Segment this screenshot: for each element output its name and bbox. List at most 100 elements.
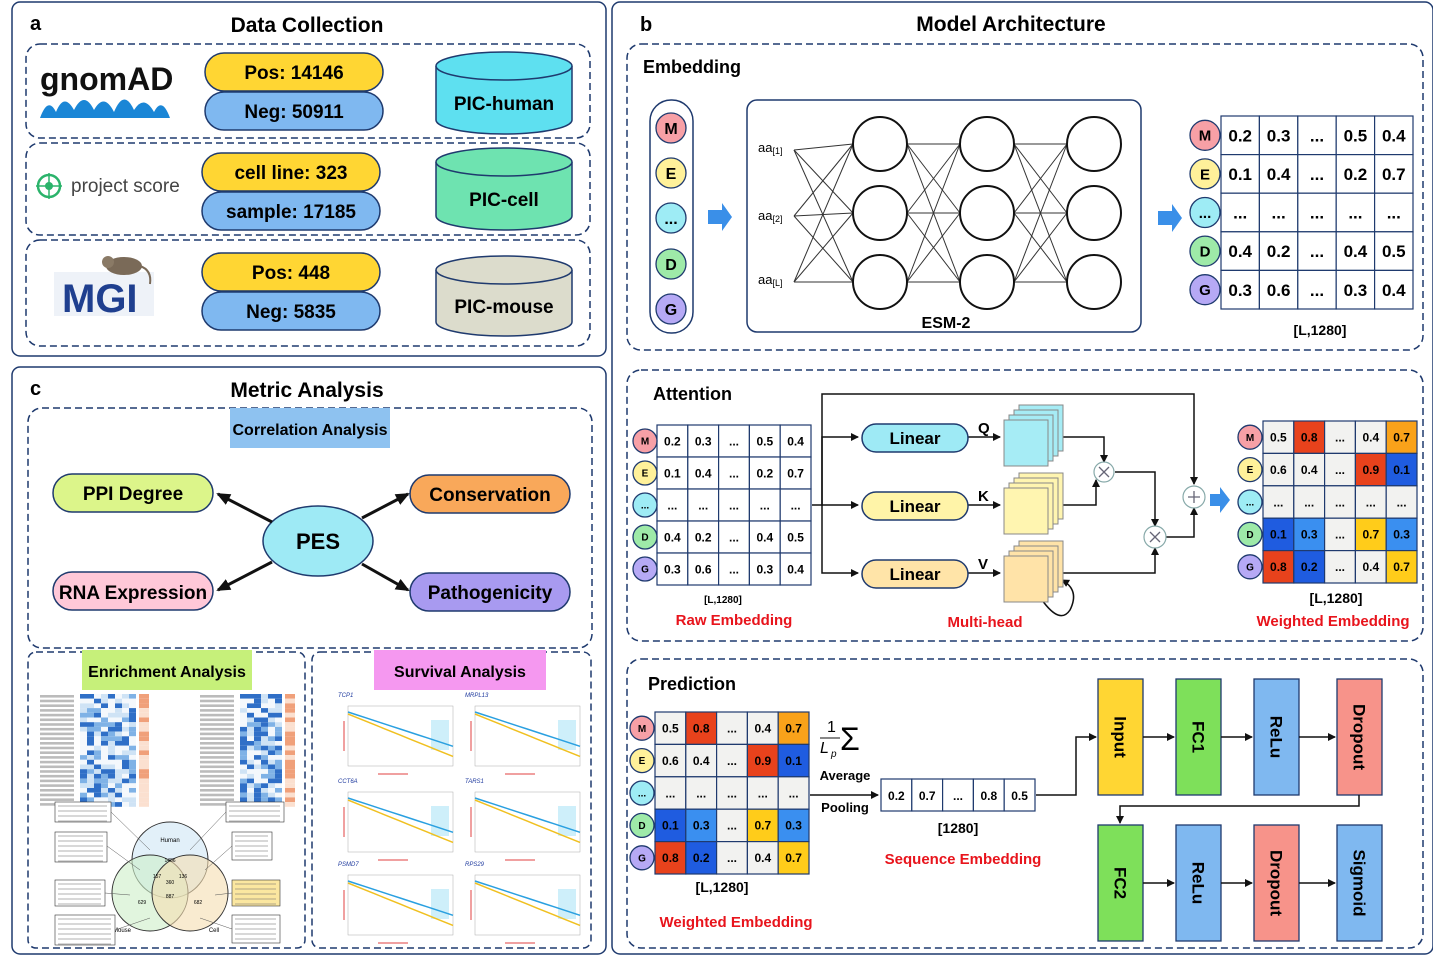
aa-label-2: aa[2] <box>758 208 782 224</box>
residue-circle <box>629 780 655 806</box>
layer-label: Dropout <box>1267 850 1286 916</box>
matrix-value: ... <box>696 786 706 800</box>
matrix-value: 0.7 <box>1393 560 1410 574</box>
matrix-value: 0.3 <box>664 562 681 576</box>
mouse-pos-count: Pos: 448 <box>252 263 330 284</box>
network-edge <box>793 143 854 217</box>
heatmap-label-bar <box>40 770 74 773</box>
heatmap-label-bar <box>40 793 74 797</box>
matrix-cell <box>656 488 689 522</box>
heatmap-cell <box>275 698 282 704</box>
heatmap-cell <box>240 698 247 704</box>
matrix-cell <box>715 743 748 778</box>
network-edge <box>906 143 961 214</box>
heatmap-cell <box>122 703 129 709</box>
matrix-cell <box>1373 115 1414 156</box>
heatmap-side-cell <box>139 712 149 718</box>
heatmap-cell <box>261 764 268 770</box>
heatmap-label-bar <box>40 789 74 792</box>
network-edge <box>793 149 854 283</box>
matrix-value: 0.4 <box>695 466 712 480</box>
matrix-cell <box>1297 115 1337 156</box>
matrix-value: 0.3 <box>785 819 802 833</box>
matrix-value: ... <box>1273 495 1283 509</box>
heatmap-side-cell <box>285 769 295 774</box>
heatmap-cell <box>108 708 115 713</box>
residue-circle <box>632 524 658 550</box>
heatmap-side-cell <box>139 741 149 746</box>
embedding-title: Embedding <box>643 57 741 77</box>
heatmap-cell <box>80 788 87 793</box>
heatmap-side-cell <box>139 797 149 803</box>
heatmap-cell <box>115 750 122 756</box>
enrichment-title: Enrichment Analysis <box>88 664 246 681</box>
residue-circle <box>632 428 658 454</box>
heatmap-cell <box>247 783 254 788</box>
heatmap-cell <box>115 722 122 727</box>
svg-text:p: p <box>830 749 837 760</box>
panel-a-letter: a <box>30 13 42 35</box>
heatmap-cell <box>129 778 136 784</box>
heatmap-cell <box>87 736 94 741</box>
matrix-value: 0.7 <box>1382 165 1406 184</box>
heatmap-cell <box>122 802 129 807</box>
heatmap-cell <box>94 722 101 727</box>
heatmap-cell <box>129 783 136 788</box>
group-connector <box>106 845 141 871</box>
heatmap-cell <box>80 755 87 760</box>
correlation-title: Correlation Analysis <box>232 422 387 439</box>
matrix-value: 0.8 <box>662 851 679 865</box>
matrix-value: 0.1 <box>664 466 681 480</box>
residue-circle <box>629 715 655 741</box>
sample-count: sample: 17185 <box>226 202 356 223</box>
heatmap-cell <box>268 764 275 770</box>
matrix-cell <box>685 840 718 875</box>
heatmap-side-cell <box>139 755 149 760</box>
matrix-value: ... <box>665 786 675 800</box>
multiply-icon <box>1143 525 1167 549</box>
heatmap-cell <box>254 694 261 699</box>
km-title: TARS1 <box>465 779 484 785</box>
layer-label: Dropout <box>1350 704 1369 770</box>
matrix-cell <box>1373 231 1414 272</box>
heatmap-cell <box>129 717 136 723</box>
heatmap-side-cell <box>139 769 149 774</box>
heatmap-cell <box>108 769 115 774</box>
matrix-value: ... <box>667 498 677 512</box>
heatmap-cell <box>254 750 261 756</box>
matrix-cell <box>1385 549 1418 584</box>
prediction-title: Prediction <box>648 674 736 694</box>
heatmap-cell <box>80 708 87 713</box>
heatmap-cell <box>129 759 136 765</box>
matrix-value: 0.3 <box>1228 281 1252 300</box>
layer-label: Input <box>1111 716 1130 758</box>
network-node <box>959 254 1015 310</box>
mgi-logo-text: MGI <box>62 277 138 321</box>
group-box <box>231 879 281 907</box>
layer-box <box>1097 824 1144 942</box>
heatmap-cell <box>80 745 87 751</box>
km-ci-band <box>431 806 449 836</box>
heatmap-cell <box>101 698 108 704</box>
matrix-value: 0.4 <box>787 562 804 576</box>
heatmap-cell <box>240 703 247 709</box>
enrichment-group-boxes <box>54 801 285 946</box>
matrix-value: 0.3 <box>756 562 773 576</box>
heatmap-cell <box>108 764 115 770</box>
heatmap-side-cell <box>139 764 149 770</box>
heatmap-cell <box>240 773 247 779</box>
heatmap-cell <box>101 694 108 699</box>
heatmap-side-cell <box>285 797 295 803</box>
heatmap-cell <box>87 698 94 704</box>
matrix-cell <box>746 711 779 746</box>
matrix-cell <box>748 488 781 522</box>
heatmap-cell <box>115 717 122 723</box>
residue-label: M <box>664 121 677 138</box>
heatmap-cell <box>94 788 101 793</box>
heatmap-cell <box>240 769 247 774</box>
panel-c-title: Metric Analysis <box>230 379 383 402</box>
heatmap-cell <box>268 797 275 803</box>
layer-box <box>1336 678 1383 796</box>
matrix-cell <box>656 424 689 458</box>
matrix-cell <box>687 488 720 522</box>
